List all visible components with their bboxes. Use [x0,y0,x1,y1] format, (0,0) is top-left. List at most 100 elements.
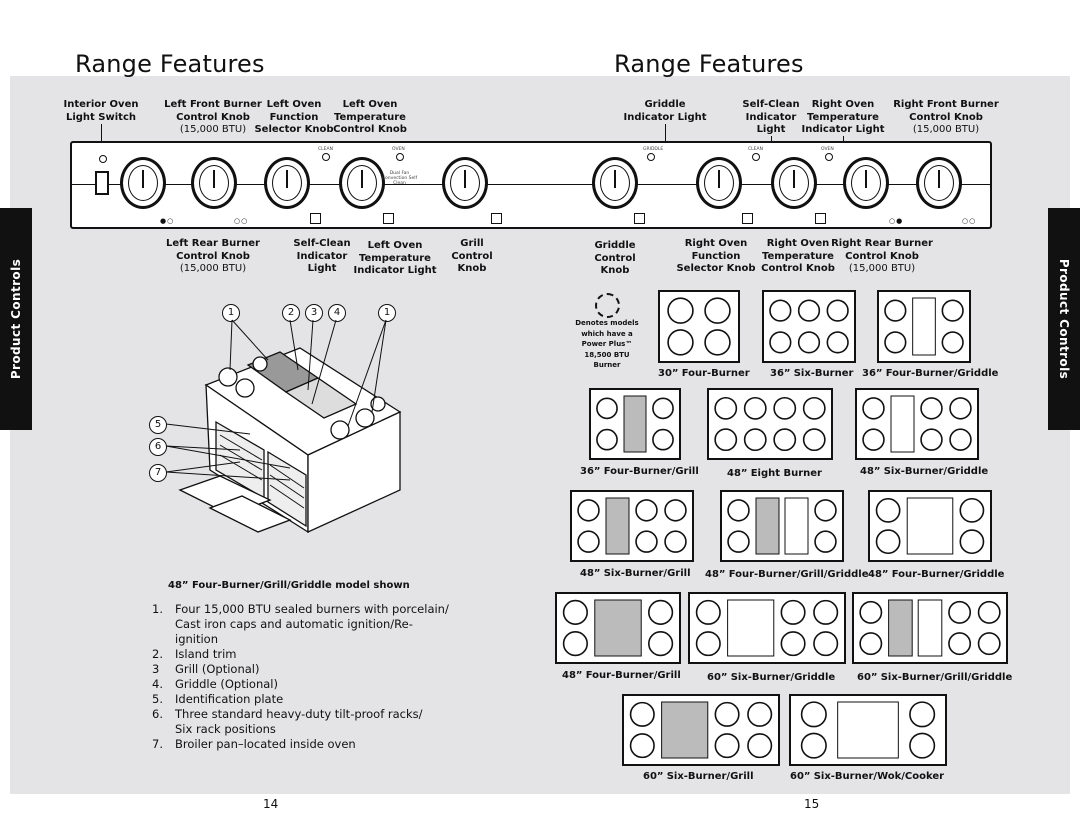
burner-icon [635,499,658,522]
callout-2: 2 [282,304,300,322]
left-rear-burner-knob[interactable] [191,157,237,209]
left-oven-indicator-light [396,153,404,161]
burner-icon [884,331,907,354]
burner-pair [577,499,600,553]
panel-text-clean: CLEAN [318,147,333,152]
callout-6: 6 [149,438,167,456]
burner-icon [859,632,883,656]
grill-icon [605,497,630,555]
burner-icon [800,732,827,759]
burner-icon [941,331,964,354]
config-caption: 48” Four-Burner/Grill [562,670,681,681]
grill-control-knob[interactable] [442,157,488,209]
burner-icon [920,397,943,420]
burner-icon [667,297,694,324]
panel-text-griddle: GRIDDLE [643,147,664,152]
model-caption: 48” Four-Burner/Grill/Griddle model show… [168,580,410,591]
burner-icon [862,397,885,420]
page-number-right: 15 [804,797,820,811]
burner-pair [826,299,849,354]
cooktop-layout [884,297,964,356]
burner-icon [909,701,936,728]
section-tab-label: Product Controls [1057,258,1071,380]
burner-icon [949,428,972,451]
burner-icon [577,499,600,522]
burner-icon [862,428,885,451]
burner-pair [704,297,731,356]
interior-light-switch[interactable] [95,171,109,195]
left-oven-function-knob[interactable] [264,157,310,209]
callout-3: 3 [305,304,323,322]
section-tab-left: Product Controls [0,208,32,430]
burner-pair [596,397,618,451]
config-thumb-36-six-burner [762,290,856,363]
grill-icon [594,599,642,657]
grill-icon [623,395,647,453]
griddle-icon [784,497,809,555]
burner-position-icon: ○○ [962,217,977,225]
burner-icon [814,530,837,553]
burner-pair [802,396,826,452]
burner-icon [959,529,985,555]
right-oven-temperature-knob[interactable] [771,157,817,209]
cooktop-layout [859,599,1001,657]
burner-icon [769,331,792,354]
config-thumb-48-four-burner-grill [555,592,681,664]
burner-pair [949,397,972,451]
burner-icon [948,632,972,656]
config-caption: 36” Four-Burner/Grill [580,466,699,477]
cooktop-layout [695,599,839,657]
burner-icon [941,299,964,322]
burner-position-icon: ●○ [160,217,175,225]
right-front-burner-knob[interactable] [916,157,962,209]
left-front-burner-knob[interactable] [120,157,166,209]
burner-pair [648,599,674,657]
panel-text-clean-right: CLEAN [748,147,763,152]
oven-mode-icon [310,213,321,224]
griddle-control-knob[interactable] [592,157,638,209]
feature-item-cont: Cast iron caps and automatic ignition/Re… [175,617,413,646]
cooktop-layout [769,299,849,354]
cooktop-layout [800,701,936,759]
right-oven-indicator-light [825,153,833,161]
config-caption: 36” Six-Burner [770,368,854,379]
burner-icon [773,428,797,452]
feature-item: 5.Identification plate [152,692,284,706]
grill-icon [888,599,913,657]
panel-convection-label: Dual Fan Convection Self Clean [381,171,418,186]
burner-icon [635,530,658,553]
burner-pair [562,599,588,657]
left-self-clean-indicator-light [322,153,330,161]
right-oven-function-knob[interactable] [696,157,742,209]
right-rear-burner-knob[interactable] [843,157,889,209]
burner-pair [977,600,1001,656]
config-thumb-60-six-burner-wok [789,694,947,766]
burner-pair [884,299,907,354]
burner-icon [977,600,1001,624]
callout-5: 5 [149,416,167,434]
config-thumb-48-six-burner-griddle [855,388,979,460]
config-caption: 48” Six-Burner/Griddle [860,466,989,477]
config-caption: 36” Four-Burner/Griddle [862,368,999,379]
burner-icon [797,331,821,354]
temperature-icon [815,213,826,224]
left-oven-temperature-knob[interactable] [339,157,385,209]
burner-icon [664,499,687,522]
burner-pair [727,499,750,553]
config-caption: 60” Six-Burner/Grill/Griddle [857,672,1013,683]
burner-icon [814,499,837,522]
callout-lines [165,319,387,481]
burner-pair [714,396,738,452]
burner-icon [704,297,731,324]
burner-icon [704,329,731,356]
callout-7: 7 [149,464,167,482]
burner-pair [635,499,658,553]
burner-icon [714,701,740,727]
light-bulb-icon [99,155,107,163]
right-self-clean-indicator-light [752,153,760,161]
